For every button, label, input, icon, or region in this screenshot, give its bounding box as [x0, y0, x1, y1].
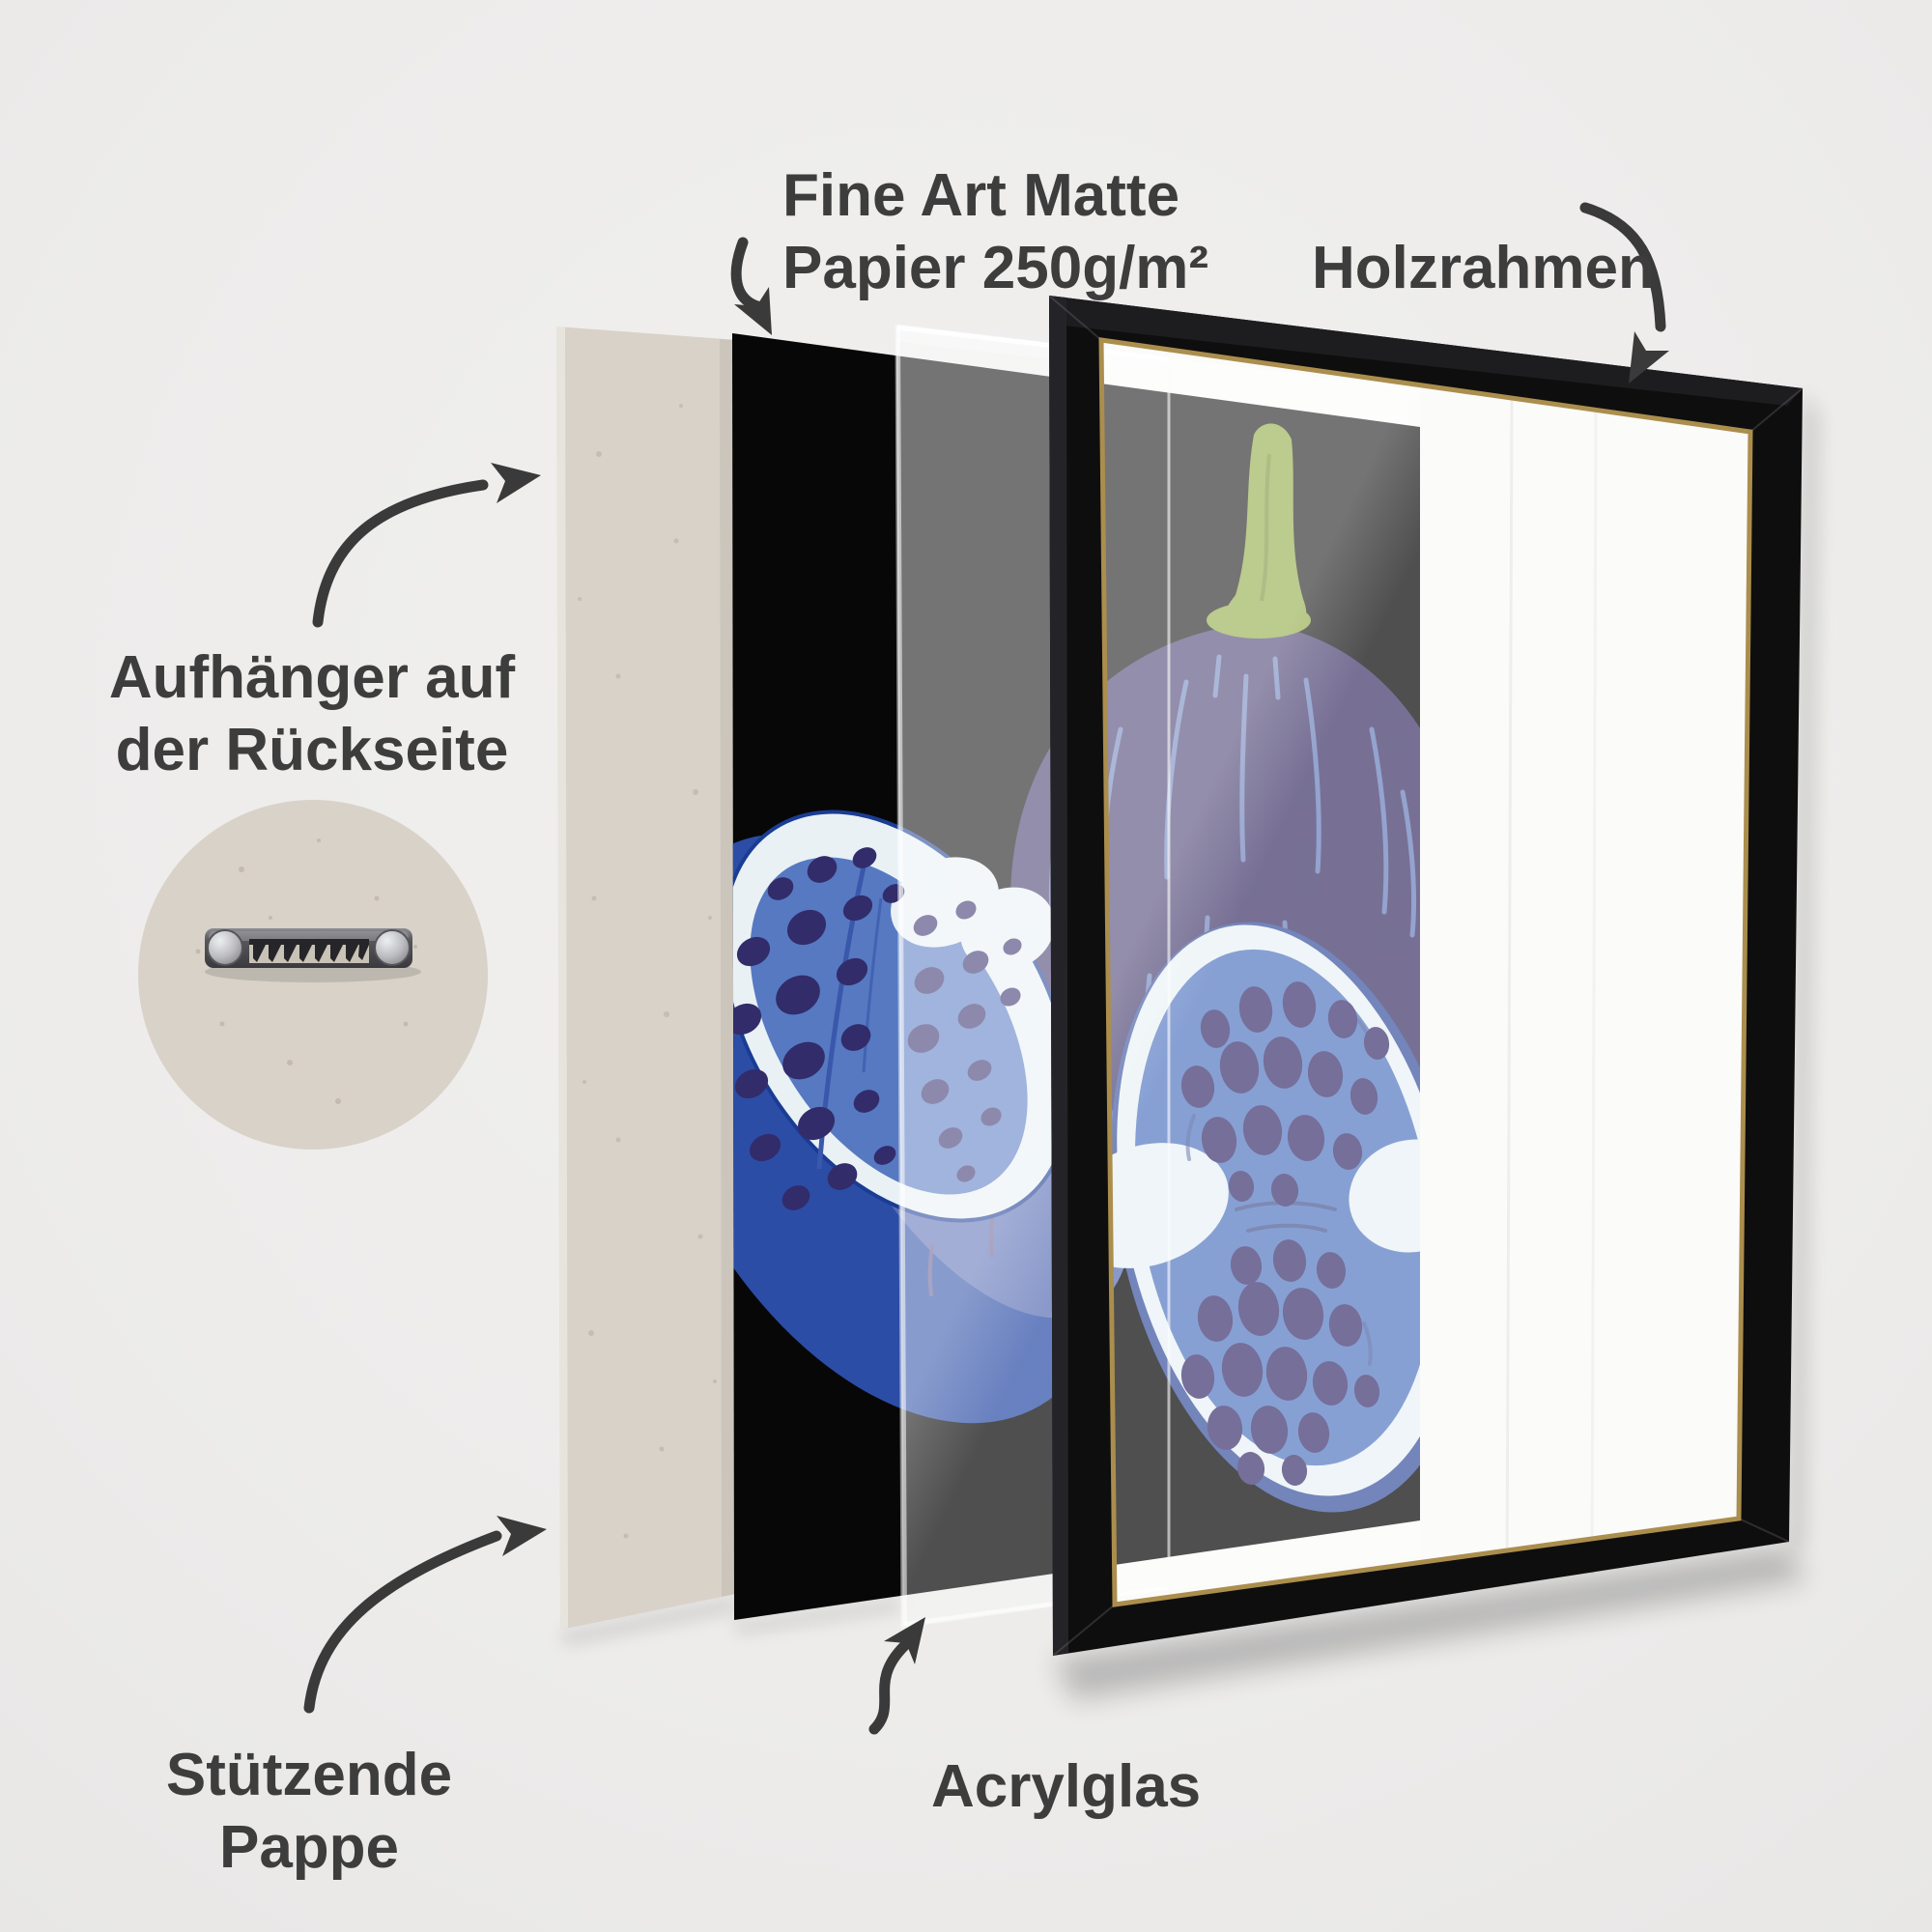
sawtooth-hanger-icon	[205, 928, 421, 982]
cardboard-speckles	[195, 838, 417, 1104]
label-paper-line2: Papier 250g/m²	[782, 235, 1209, 301]
label-hanger-line2: der Rückseite	[115, 717, 509, 783]
label-frame: Holzrahmen	[1312, 232, 1655, 304]
gold-trim	[1098, 337, 1753, 1607]
label-paper-line1: Fine Art Matte	[782, 162, 1180, 229]
label-hanger-line1: Aufhänger auf	[108, 644, 516, 711]
arrow-paper-icon	[730, 237, 763, 312]
arrow-hanger-icon	[312, 479, 489, 628]
label-cardboard-line1: Stützende	[165, 1742, 453, 1808]
label-cardboard-line2: Pappe	[218, 1814, 400, 1881]
annotation-arrows	[303, 202, 1666, 1735]
label-cardboard: Stützende Pappe	[116, 1739, 502, 1884]
acrylic-layer	[895, 324, 1420, 1629]
label-hanger: Aufhänger auf der Rückseite	[71, 641, 554, 786]
label-frame-text: Holzrahmen	[1312, 235, 1655, 301]
label-paper: Fine Art Matte Papier 250g/m²	[782, 159, 1208, 304]
label-acrylic-text: Acrylglas	[931, 1753, 1202, 1820]
arrow-acrylic-icon	[868, 1640, 910, 1735]
arrow-frame-icon	[1579, 202, 1666, 332]
cardboard-speckles	[578, 404, 717, 1539]
annotation-arrowheads	[491, 287, 1669, 1664]
hanger-inset	[138, 800, 488, 1150]
frame-layer	[1048, 295, 1818, 1700]
arrow-cardboard-icon	[303, 1530, 502, 1714]
label-acrylic: Acrylglas	[931, 1750, 1201, 1823]
cardboard-layer	[556, 327, 740, 1646]
